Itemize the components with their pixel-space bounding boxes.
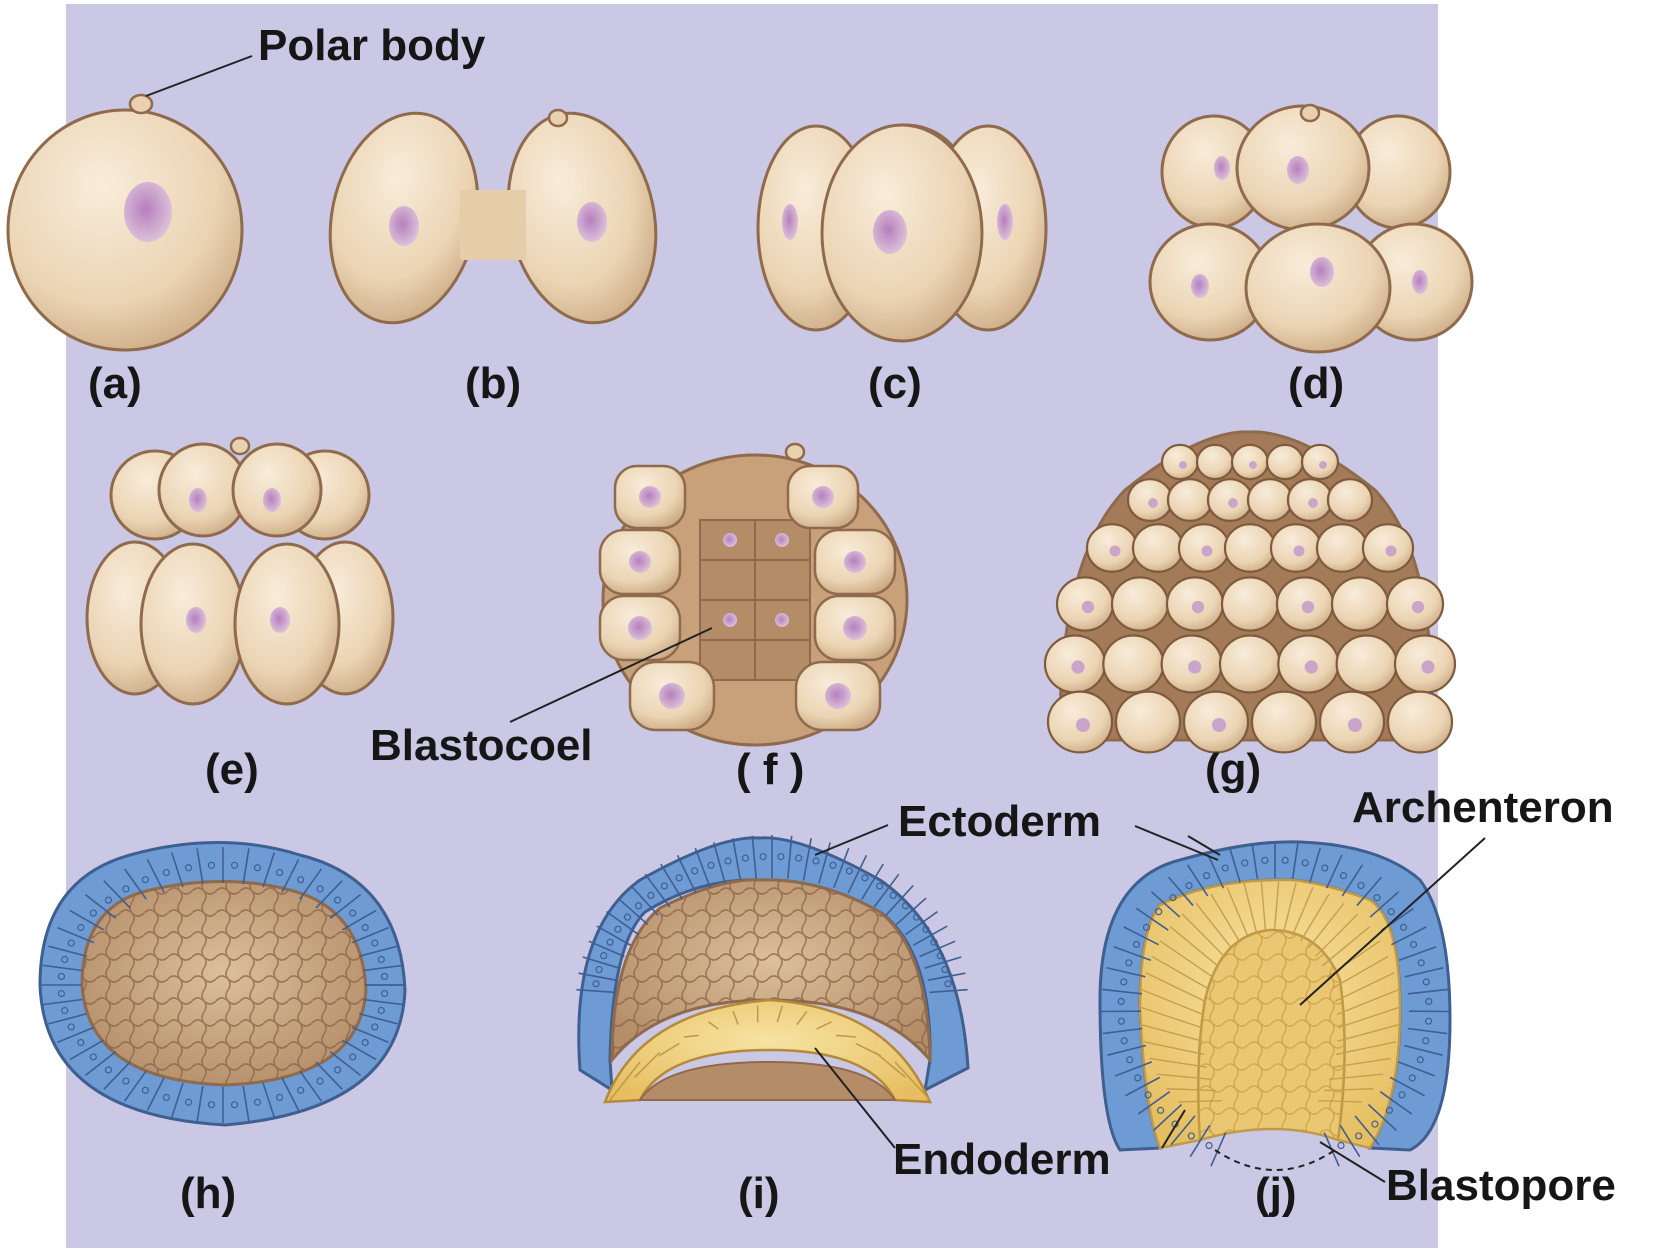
nucleus-icon (1212, 718, 1226, 732)
callout-blastocoel: Blastocoel (370, 724, 593, 768)
blastomere-cell (1337, 636, 1397, 693)
stage-label-a: (a) (88, 362, 142, 406)
stage-label-i: (i) (738, 1172, 780, 1216)
nucleus-icon (577, 202, 607, 242)
callout-endoderm: Endoderm (893, 1138, 1111, 1182)
ectoderm-leader-line-3 (1135, 826, 1218, 860)
stage-e-sixteen-cell (87, 438, 393, 704)
nucleus-icon (1421, 660, 1434, 673)
stage-label-h: (h) (180, 1172, 236, 1216)
nucleus-icon (1192, 601, 1204, 613)
blastomere-cell (1225, 524, 1275, 572)
nucleus-icon (1310, 257, 1334, 287)
nucleus-icon (1294, 546, 1305, 557)
blastomere-cell (1112, 577, 1168, 630)
nucleus-icon (1202, 546, 1213, 557)
blastomere-cell (1197, 445, 1233, 479)
polar-body-icon (231, 438, 249, 454)
blastomere-cell (1267, 445, 1303, 479)
nucleus-icon (1179, 461, 1187, 469)
stage-h-blastula-section (40, 843, 405, 1126)
stage-label-d: (d) (1288, 362, 1344, 406)
blastomere-cell (1232, 445, 1268, 479)
nucleus-icon (1110, 546, 1121, 557)
nucleus-icon (782, 204, 798, 240)
nucleus-icon (186, 607, 206, 633)
blastomere-cell (1302, 445, 1338, 479)
stage-f-cross-section (510, 444, 907, 745)
nucleus-icon (124, 182, 172, 242)
nucleus-icon (1082, 601, 1094, 613)
ectoderm-cell-wall (1211, 1133, 1226, 1166)
stage-g-blastula (1045, 432, 1455, 752)
callout-ectoderm: Ectoderm (898, 800, 1101, 844)
blastomere-cell (1103, 636, 1163, 693)
polar-body-icon (1301, 105, 1319, 121)
nucleus-icon (1228, 498, 1238, 508)
nucleus-icon (1148, 498, 1158, 508)
nucleus-icon (1249, 461, 1257, 469)
nucleus-icon (263, 488, 281, 512)
blastomere-cell (1248, 479, 1292, 521)
blastomere-cell (1388, 692, 1452, 753)
nucleus-icon (1206, 1143, 1212, 1149)
nucleus-icon (389, 206, 419, 246)
blastomere-cell (1168, 479, 1212, 521)
stage-label-e: (e) (205, 748, 259, 792)
nucleus-icon (189, 488, 207, 512)
nucleus-icon (1188, 660, 1201, 673)
nucleus-icon (1412, 601, 1424, 613)
callout-archenteron: Archenteron (1352, 786, 1614, 830)
nucleus-icon (997, 204, 1013, 240)
nucleus-icon (1338, 1143, 1344, 1149)
ectoderm-leader-line (815, 825, 888, 855)
stage-label-f: ( f ) (736, 748, 804, 792)
stage-a-zygote (8, 56, 252, 350)
nucleus-icon (1076, 718, 1090, 732)
nucleus-icon (1412, 270, 1428, 294)
blastomere-cell (1317, 524, 1367, 572)
stage-label-c: (c) (868, 362, 922, 406)
polar-body-icon (130, 95, 152, 113)
nucleus-icon (1348, 718, 1362, 732)
stage-j-late-gastrula (1100, 836, 1485, 1182)
stage-c-four-cell (758, 125, 1046, 341)
blastomere-cell (1116, 692, 1180, 753)
nucleus-icon (1191, 274, 1209, 298)
nucleus-icon (1302, 601, 1314, 613)
blastomere-cell (1222, 577, 1278, 630)
stage-b-two-cell (312, 99, 675, 336)
blastomere-cell (1162, 445, 1198, 479)
callout-blastopore: Blastopore (1386, 1164, 1616, 1208)
blastopore-outline (1215, 1150, 1335, 1170)
nucleus-icon (1071, 660, 1084, 673)
stage-i-early-gastrula (576, 825, 968, 1148)
nucleus-icon (1214, 156, 1230, 180)
blastomere-cell (1332, 577, 1388, 630)
nucleus-icon (270, 607, 290, 633)
blastomere-cell (1220, 636, 1280, 693)
polar-body-icon (549, 110, 567, 126)
polar-body-leader-line (146, 56, 252, 96)
nucleus-icon (1308, 498, 1318, 508)
stage-label-g: (g) (1205, 748, 1261, 792)
nucleus-icon (1319, 461, 1327, 469)
nucleus-icon (1287, 156, 1309, 184)
stage-d-eight-cell (1150, 105, 1472, 352)
nucleus-icon (873, 210, 907, 254)
nucleus-icon (1305, 660, 1318, 673)
stage-label-j: (j) (1255, 1172, 1297, 1216)
callout-polar-body: Polar body (258, 24, 485, 68)
blastomere-cell (1252, 692, 1316, 753)
stage-label-b: (b) (465, 362, 521, 406)
blastomere-cell (1133, 524, 1183, 572)
blastomere-cell (1328, 479, 1372, 521)
nucleus-icon (1386, 546, 1397, 557)
polar-body-icon (786, 444, 804, 460)
